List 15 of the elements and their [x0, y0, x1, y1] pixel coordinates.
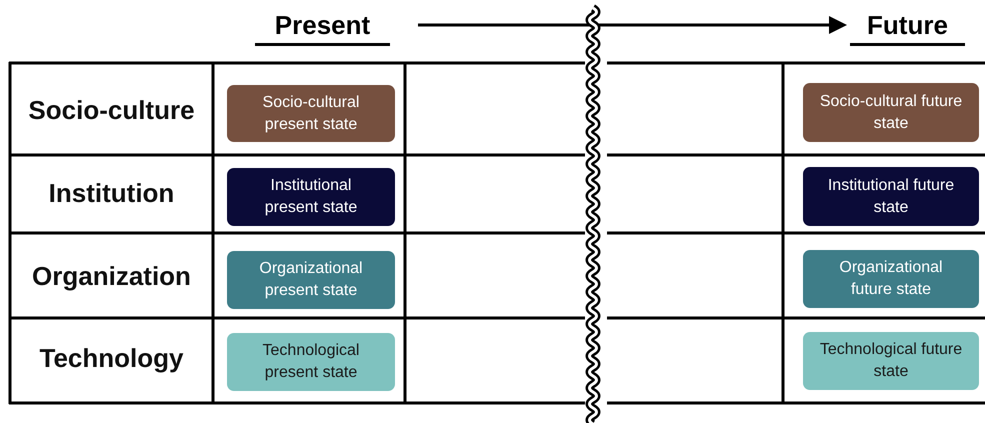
state-box: Technological future state	[803, 332, 979, 390]
row-label: Socio-culture	[27, 94, 196, 127]
row-label: Technology	[38, 342, 184, 375]
row-label: Organization	[31, 260, 192, 293]
state-box: Organizational present state	[227, 251, 395, 309]
arrow	[418, 16, 847, 34]
state-box: Socio-cultural present state	[227, 85, 395, 142]
state-box: Technological present state	[227, 333, 395, 391]
state-box: Institutional present state	[227, 168, 395, 226]
row-label: Institution	[48, 177, 176, 210]
state-box: Socio-cultural future state	[803, 83, 979, 142]
state-box: Organizational future state	[803, 250, 979, 308]
state-box: Institutional future state	[803, 167, 979, 226]
column-heading: Present	[255, 8, 390, 46]
column-heading: Future	[850, 8, 965, 46]
